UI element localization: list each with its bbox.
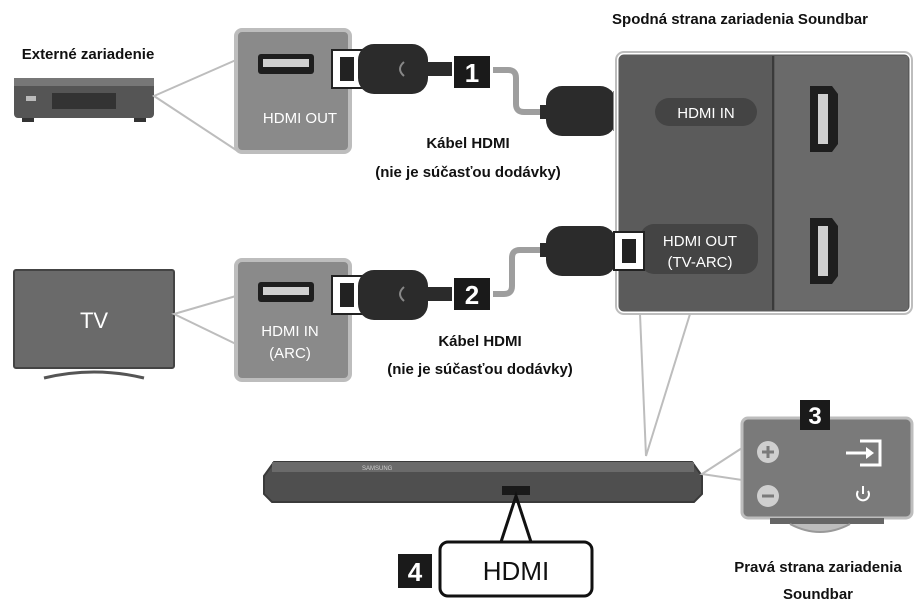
- soundbar-bottom-panel: HDMI IN HDMI OUT (TV-ARC): [613, 49, 915, 317]
- source-input-icon: [846, 439, 882, 467]
- port-hdmi-out-label: HDMI OUT: [663, 233, 737, 250]
- soundbar-bottom-callout: [638, 313, 692, 457]
- tv-label: TV: [80, 308, 108, 333]
- svg-text:2: 2: [465, 280, 479, 310]
- volume-up-icon: [757, 441, 779, 463]
- soundbar: SAMSUNG: [263, 461, 703, 503]
- tv-hdmi-in-panel: HDMI IN (ARC): [234, 258, 352, 382]
- port-hdmi-in-icon: [810, 86, 838, 152]
- svg-text:1: 1: [465, 58, 479, 88]
- step-4-badge: 4: [398, 554, 432, 588]
- cable-1-label: Kábel HDMI: [426, 135, 509, 152]
- display-readout-box: [438, 540, 594, 598]
- port-hdmi-in-label: HDMI IN: [677, 105, 735, 122]
- external-device-icon: [14, 78, 154, 122]
- right-side-callout: [699, 446, 743, 482]
- tv-hdmi-in-label: HDMI IN: [261, 323, 319, 340]
- hdmi-cable-2: [331, 226, 645, 320]
- soundbar-bottom-title: Spodná strana zariadenia Soundbar: [612, 11, 868, 28]
- step-1-badge: 1: [454, 56, 490, 88]
- tv-callout: [171, 294, 237, 346]
- external-hdmi-out-panel: HDMI OUT: [234, 28, 352, 154]
- port-hdmi-out-icon: [810, 218, 838, 284]
- svg-text:4: 4: [408, 557, 423, 587]
- tv-hdmi-in-sublabel: (ARC): [269, 345, 311, 362]
- right-side-label: Pravá strana zariadenia: [734, 559, 902, 576]
- right-side-sublabel: Soundbar: [783, 586, 853, 603]
- cable-2-note: (nie je súčasťou dodávky): [387, 361, 573, 378]
- cable-1-note: (nie je súčasťou dodávky): [375, 164, 561, 181]
- step-2-badge: 2: [454, 278, 490, 310]
- right-side-panel: [740, 416, 914, 533]
- display-callout-line: [498, 491, 534, 546]
- soundbar-brand: SAMSUNG: [362, 466, 393, 472]
- soundbar-display: [502, 486, 530, 495]
- power-icon: [856, 486, 870, 502]
- step-3-badge: 3: [800, 400, 830, 430]
- hdmi-port-icon: [258, 282, 314, 302]
- external-hdmi-out-label: HDMI OUT: [263, 110, 337, 127]
- display-readout: HDMI: [483, 556, 549, 586]
- port-hdmi-out-sublabel: (TV-ARC): [668, 254, 733, 271]
- cable-2-label: Kábel HDMI: [438, 333, 521, 350]
- external-device-callout: [151, 58, 237, 152]
- svg-text:3: 3: [808, 403, 821, 430]
- hdmi-port-icon: [258, 54, 314, 74]
- external-device-label: Externé zariadenie: [22, 46, 155, 63]
- tv-icon: TV: [13, 269, 175, 380]
- volume-down-icon: [757, 485, 779, 507]
